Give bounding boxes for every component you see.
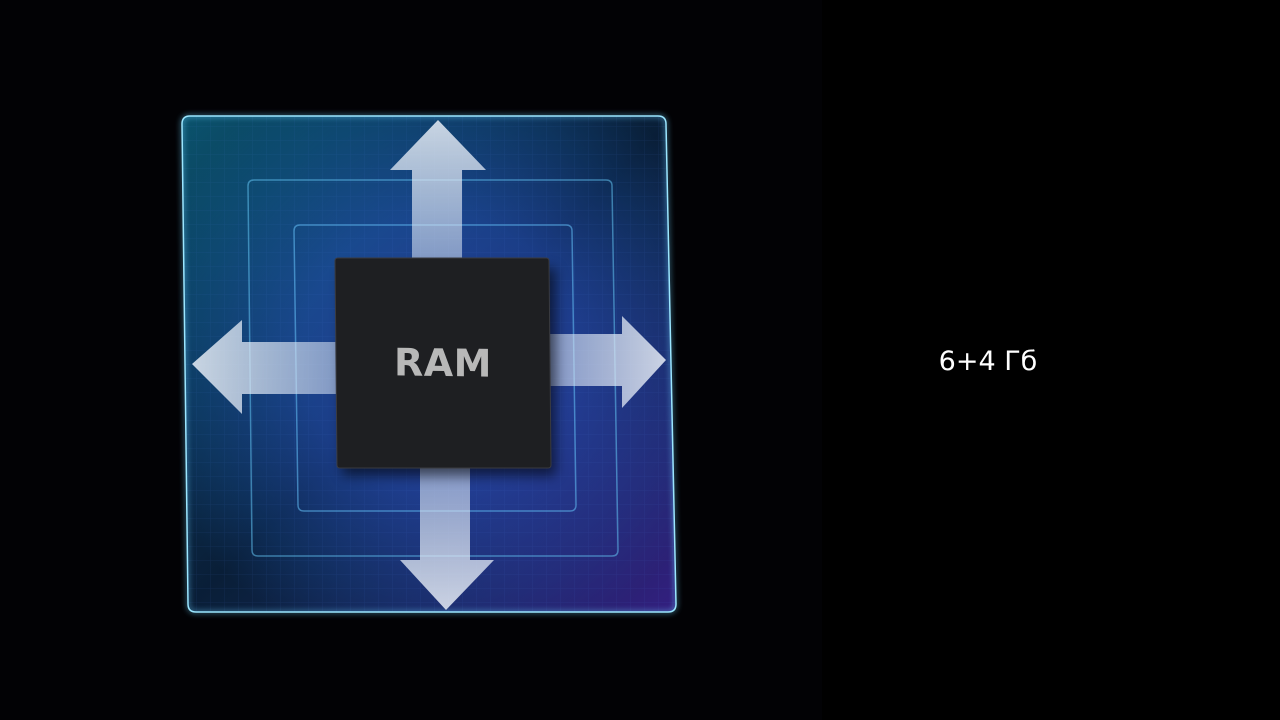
memory-spec: 6+4 Гб	[938, 346, 1038, 377]
ram-expansion-icon	[180, 115, 678, 613]
arrow-up	[390, 120, 486, 262]
arrow-left	[192, 320, 340, 414]
illustration-panel: RAM	[180, 115, 678, 613]
chip-label: RAM	[394, 340, 492, 386]
ram-chip	[335, 258, 551, 468]
spec-panel: 6+4 Гб	[822, 0, 1280, 720]
ring-inner	[293, 224, 577, 512]
arrow-down	[400, 466, 494, 610]
ring-outer	[247, 179, 619, 557]
arrow-right	[548, 316, 666, 408]
